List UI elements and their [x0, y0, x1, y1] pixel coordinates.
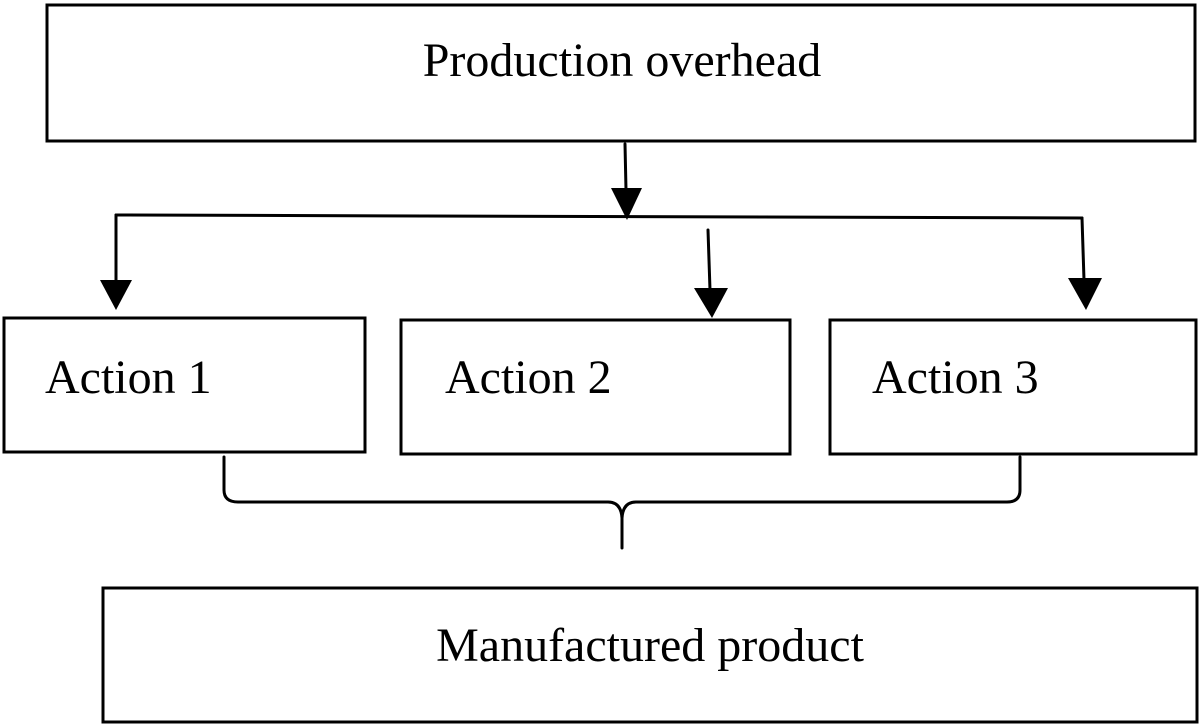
distribution-line: [114, 213, 1084, 220]
action-3-label: Action 3: [872, 351, 1039, 404]
production-overhead-node: Production overhead: [45, 3, 1197, 143]
grouping-brace: [222, 455, 1022, 550]
action-1-label: Action 1: [45, 351, 212, 404]
manufactured-product-node: Manufactured product: [101, 586, 1199, 724]
manufactured-product-label: Manufactured product: [436, 619, 864, 672]
action-2-node: Action 2: [399, 318, 792, 456]
production-overhead-label: Production overhead: [423, 34, 822, 87]
arrow-to-action-1: [100, 213, 132, 310]
arrow-to-action-3: [1068, 216, 1102, 310]
overhead-down-arrow: [611, 142, 642, 220]
action-2-label: Action 2: [445, 351, 612, 404]
action-1-node: Action 1: [2, 316, 367, 454]
action-3-node: Action 3: [828, 318, 1198, 456]
arrow-to-action-2: [694, 228, 728, 318]
